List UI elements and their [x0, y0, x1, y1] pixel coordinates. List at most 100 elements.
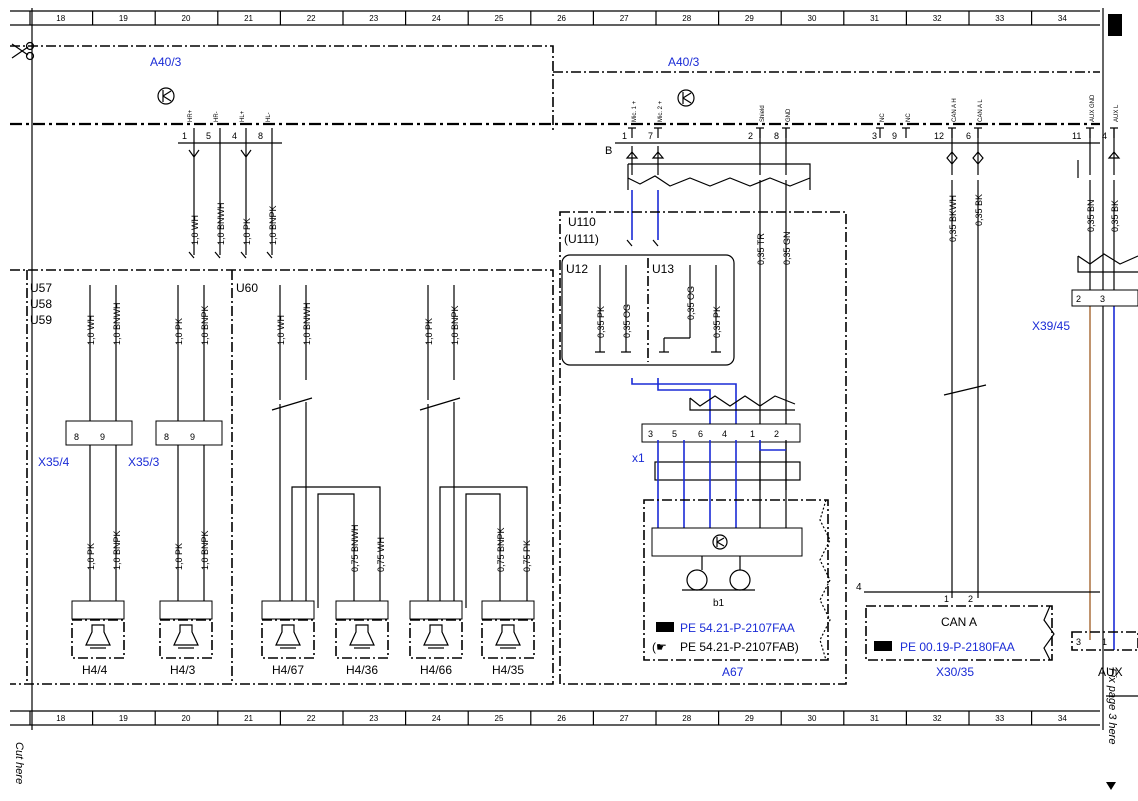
pin-label: CAN A H [952, 98, 958, 122]
wire-label: 0,35 BKWH [948, 195, 958, 242]
wire-label: 0,75 BNPK [496, 527, 506, 572]
pin-number: 1 [750, 429, 755, 439]
speaker-label: H4/3 [170, 663, 196, 677]
column-number: 24 [432, 714, 441, 723]
group-label-u58: U58 [30, 297, 52, 311]
pin-number: 2 [774, 429, 779, 439]
speaker-icon [261, 600, 315, 659]
group-label-u59: U59 [30, 313, 52, 327]
pin-number: 6 [966, 131, 971, 141]
wire-label: 0,35 OG [686, 286, 696, 320]
pin-number: 2 [748, 131, 753, 141]
bottom-ruler [10, 710, 1100, 726]
column-number: 20 [182, 714, 191, 723]
pin-label: Mic. 1 + [632, 100, 638, 122]
pin-number: 8 [74, 432, 79, 442]
pin-number: 8 [774, 131, 779, 141]
pin-number: 11 [1072, 131, 1081, 141]
pin-number: 4 [1102, 131, 1107, 141]
column-number: 28 [682, 714, 691, 723]
column-number: 32 [933, 14, 942, 23]
transistor-icon [157, 87, 175, 105]
u57-u60-frame [10, 269, 554, 685]
wire-label: 1,0 PK [174, 543, 184, 570]
column-ticks [29, 11, 1033, 725]
column-number: 30 [808, 14, 817, 23]
wire-label: 0,35 TR [756, 233, 766, 265]
connector-x1: x1 [632, 451, 645, 465]
column-number: 19 [119, 14, 128, 23]
column-number: 27 [620, 14, 629, 23]
left-pin-wires [188, 128, 273, 259]
pin-label: Mic. 2 + [658, 100, 664, 122]
speaker-icon [481, 600, 535, 659]
wire-label: 0,35 OG [622, 304, 632, 338]
wire-label: 1,0 BNWH [302, 302, 312, 345]
column-number: 28 [682, 14, 691, 23]
u12-u13-box [561, 254, 735, 366]
pin-label: Shield [760, 105, 766, 122]
component-a67: A67 [722, 665, 744, 679]
column-number: 32 [933, 714, 942, 723]
column-number: 26 [557, 714, 566, 723]
column-number: 33 [995, 14, 1004, 23]
component-b1: b1 [713, 598, 725, 609]
speaker-label: H4/35 [492, 663, 524, 677]
column-number: 33 [995, 714, 1004, 723]
x1-wiring [631, 378, 801, 528]
column-number: 22 [307, 14, 316, 23]
pin-number: 9 [100, 432, 105, 442]
cut-here-text: Cut here [13, 742, 25, 784]
wire-label: 0,35 PK [596, 306, 606, 338]
wire-label: 1,0 WH [276, 315, 286, 345]
module-a40-left-frame [10, 45, 554, 132]
pin-label: NC [880, 113, 886, 122]
connector-x39-45: X39/45 [1032, 319, 1070, 333]
reference-pe2[interactable]: PE 54.21-P-2107FAB) [680, 640, 799, 654]
wire-label: 1,0 PK [424, 318, 434, 345]
speaker-icon [409, 600, 463, 659]
speaker-label: H4/4 [82, 663, 108, 677]
speaker-label: H4/36 [346, 663, 378, 677]
wire-label: 1,0 WH [86, 315, 96, 345]
column-number: 23 [369, 714, 378, 723]
speaker-icon [159, 600, 213, 659]
pin-label: CAN A L [978, 99, 984, 122]
pin-number: 7 [648, 131, 653, 141]
microphone-icon [686, 569, 708, 591]
pin-number: 1 [182, 131, 187, 141]
hand-pointer-icon [656, 622, 674, 632]
column-number: 21 [244, 14, 253, 23]
component-x30-35: X30/35 [936, 665, 974, 679]
wire-label: 1,0 WH [190, 215, 200, 245]
component-aux: AUX [1098, 665, 1123, 679]
wire-label: 0,35 PK [712, 306, 722, 338]
pin-number: 5 [206, 131, 211, 141]
column-number: 18 [56, 714, 65, 723]
reference-pe1[interactable]: PE 54.21-P-2107FAA [680, 621, 795, 635]
pin-label: HR- [214, 111, 220, 122]
column-number: 20 [182, 14, 191, 23]
hand-pointer-icon [874, 641, 892, 651]
column-number: 19 [119, 714, 128, 723]
column-number: 30 [808, 714, 817, 723]
pin-number: 4 [722, 429, 727, 439]
wire-label: 0,35 BK [1110, 200, 1120, 232]
wire-label: 0,75 BNWH [350, 524, 360, 572]
wire-label: 1,0 PK [174, 318, 184, 345]
pin-number: 3 [1076, 637, 1081, 647]
column-number: 22 [307, 714, 316, 723]
column-number: 26 [557, 14, 566, 23]
connector-x35-3: X35/3 [128, 455, 160, 469]
group-label-u60: U60 [236, 281, 258, 295]
pin-number: 4 [232, 131, 237, 141]
column-labels: 1818191920202121222223232424252526262727… [56, 14, 1067, 723]
scissors-icon [11, 41, 35, 61]
group-label-u57: U57 [30, 281, 52, 295]
column-number: 18 [56, 14, 65, 23]
pin-label: NC [906, 113, 912, 122]
reference-pe3[interactable]: PE 00.19-P-2180FAA [900, 640, 1015, 654]
